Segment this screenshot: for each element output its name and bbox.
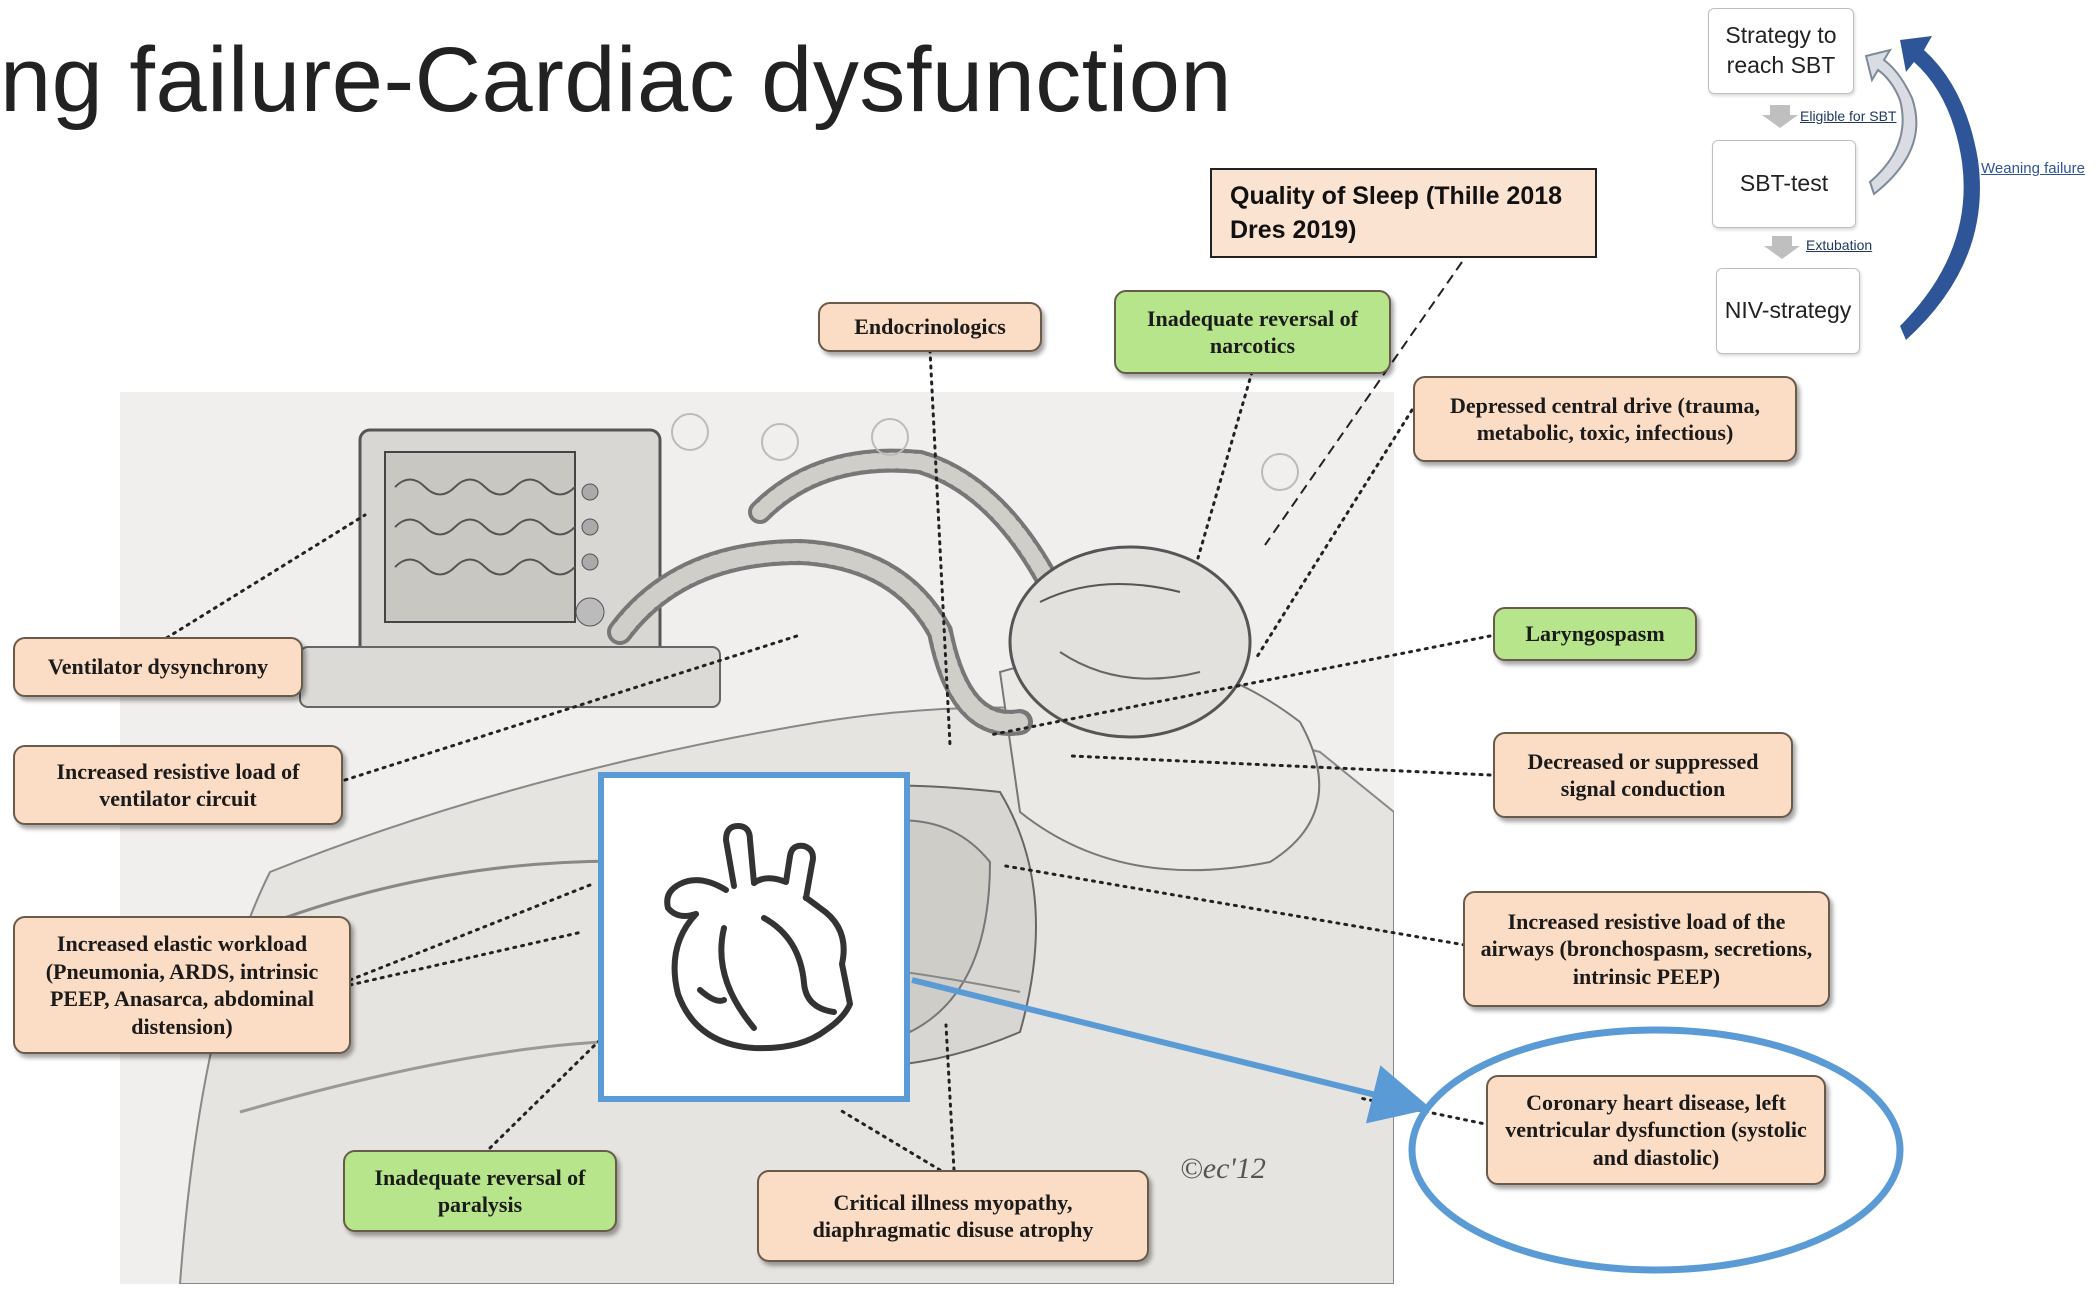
weaning-failure-arrow [1900,36,1980,340]
eligible-down-arrow [1762,105,1798,128]
extubation-down-arrow [1764,236,1800,259]
sbt-return-arrow [1866,50,1916,194]
